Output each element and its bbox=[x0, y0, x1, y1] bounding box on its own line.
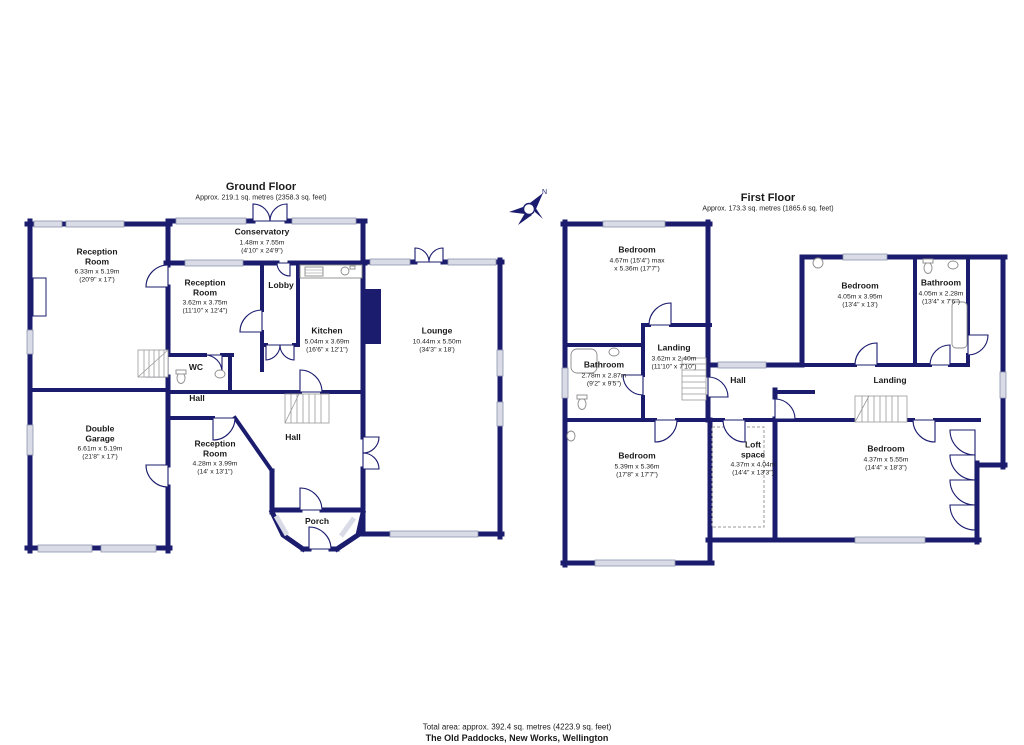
gf-outer-walls bbox=[24, 218, 505, 554]
gf-chimney bbox=[363, 289, 381, 344]
ff-loft-outline bbox=[711, 426, 765, 528]
gf-kitchen-counter bbox=[299, 264, 363, 279]
ff-fixtures bbox=[566, 257, 968, 442]
gf-windows bbox=[26, 217, 504, 553]
ff-windows bbox=[561, 220, 1007, 567]
compass-north-label: N bbox=[542, 189, 547, 196]
gf-fireplace bbox=[32, 277, 47, 317]
gf-doors bbox=[145, 203, 444, 550]
ff-stairs bbox=[681, 357, 908, 423]
gf-inner-walls bbox=[28, 261, 365, 474]
ground-floor-plan bbox=[24, 203, 505, 554]
ff-inner-walls bbox=[563, 255, 981, 422]
first-floor-plan bbox=[560, 219, 1008, 568]
gf-stairs bbox=[137, 349, 330, 424]
ff-doors bbox=[622, 302, 989, 531]
gf-wc-fixtures bbox=[175, 369, 226, 384]
compass-rose: N bbox=[509, 189, 547, 225]
gf-porch-windows bbox=[273, 514, 357, 538]
